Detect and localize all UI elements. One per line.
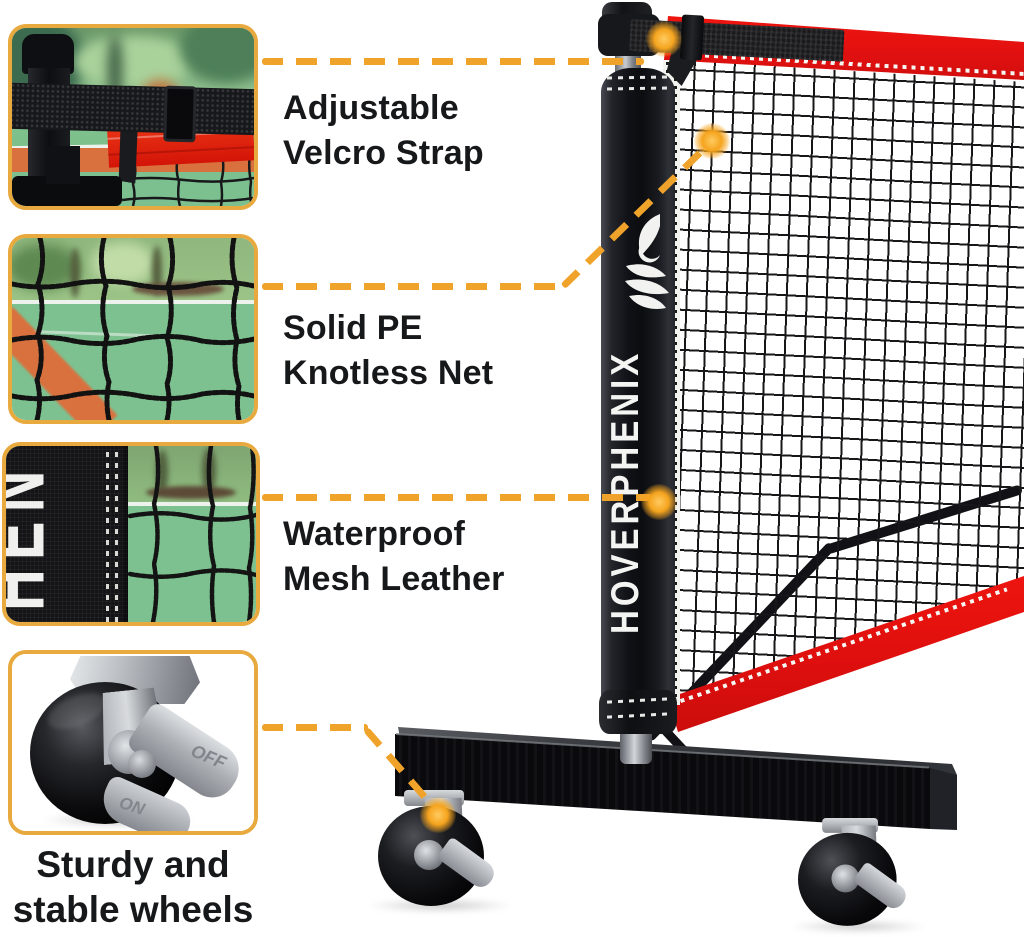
- leader-dot-velcro: [646, 21, 682, 57]
- net-photo: [12, 238, 254, 420]
- label-knotless-net: Solid PE Knotless Net: [283, 306, 493, 396]
- trunk-blur: [70, 248, 80, 298]
- label-line: Knotless Net: [283, 354, 494, 392]
- court-line: [128, 502, 256, 506]
- label-wheels: Sturdy and stable wheels: [8, 842, 258, 932]
- mesh-leather-photo: HEN: [6, 446, 256, 622]
- net-edge-tape-stitch: [674, 60, 677, 705]
- label-line: Sturdy and: [36, 844, 230, 885]
- label-line: stable wheels: [12, 889, 254, 930]
- leader-dot-mesh-leather: [641, 484, 677, 520]
- brake-on-label: ON: [116, 792, 147, 819]
- post-sleeve: [601, 68, 675, 704]
- wheel-shadow-right: [788, 920, 928, 933]
- label-line: Mesh Leather: [283, 560, 505, 598]
- label-line: Velcro Strap: [283, 134, 484, 172]
- callout-card-velcro: [8, 24, 258, 210]
- panel-stitch: [106, 446, 109, 622]
- brand-letters-closeup: HEN: [2, 461, 63, 611]
- leader-dot-wheel: [420, 797, 456, 833]
- post-ferrule: [620, 730, 652, 764]
- net-strings: [127, 446, 256, 622]
- strap-buckle-closeup: [163, 85, 197, 143]
- panel-stitch: [115, 446, 118, 622]
- net-mesh: [672, 60, 1024, 700]
- bench-blur: [146, 486, 236, 499]
- knotless-net-strings: [12, 238, 254, 420]
- base-bar: [390, 722, 965, 837]
- leader-dot-net: [694, 123, 730, 159]
- leader-line-mesh-leather: [262, 494, 652, 501]
- post-wrap-stitch: [606, 697, 670, 704]
- panel-edge-shadow: [120, 446, 128, 622]
- wheel-photo: ON OFF: [12, 654, 254, 831]
- wheel-shadow-left: [365, 898, 515, 913]
- brake-off-label: OFF: [188, 740, 230, 774]
- velcro-photo: [12, 28, 254, 206]
- post-mesh-leather-closeup: HEN: [6, 446, 128, 622]
- post-wrap-stitch: [606, 712, 670, 719]
- label-line: Waterproof: [283, 515, 466, 553]
- post-sleeve-stitch: [606, 86, 670, 91]
- post-cap-closeup: [22, 34, 74, 74]
- leader-line-velcro: [262, 58, 644, 65]
- callout-card-mesh-leather: HEN: [2, 442, 260, 626]
- court-line: [12, 300, 254, 304]
- phoenix-feather-logo: [625, 214, 669, 309]
- grass-blur: [74, 36, 194, 88]
- leader-line-net-horizontal: [262, 283, 565, 290]
- callout-card-net: [8, 234, 258, 424]
- pedal-hinge: [128, 750, 156, 778]
- leader-line-wheel-horizontal: [262, 724, 368, 731]
- velcro-strap-closeup: [12, 82, 254, 136]
- caster-wheel-right: [798, 818, 911, 928]
- post-lower-closeup: [46, 146, 80, 184]
- label-velcro-strap: Adjustable Velcro Strap: [283, 86, 484, 176]
- strap-buckle: [679, 14, 705, 61]
- callout-card-wheel: ON OFF: [8, 650, 258, 835]
- post-sleeve-stitch: [606, 75, 670, 80]
- label-line: Solid PE: [283, 309, 423, 347]
- label-line: Adjustable: [283, 89, 459, 127]
- base-bar-end-face: [930, 768, 957, 830]
- post-bottom-wrap: [599, 690, 677, 734]
- label-mesh-leather: Waterproof Mesh Leather: [283, 512, 505, 602]
- trunk-blur: [152, 246, 162, 296]
